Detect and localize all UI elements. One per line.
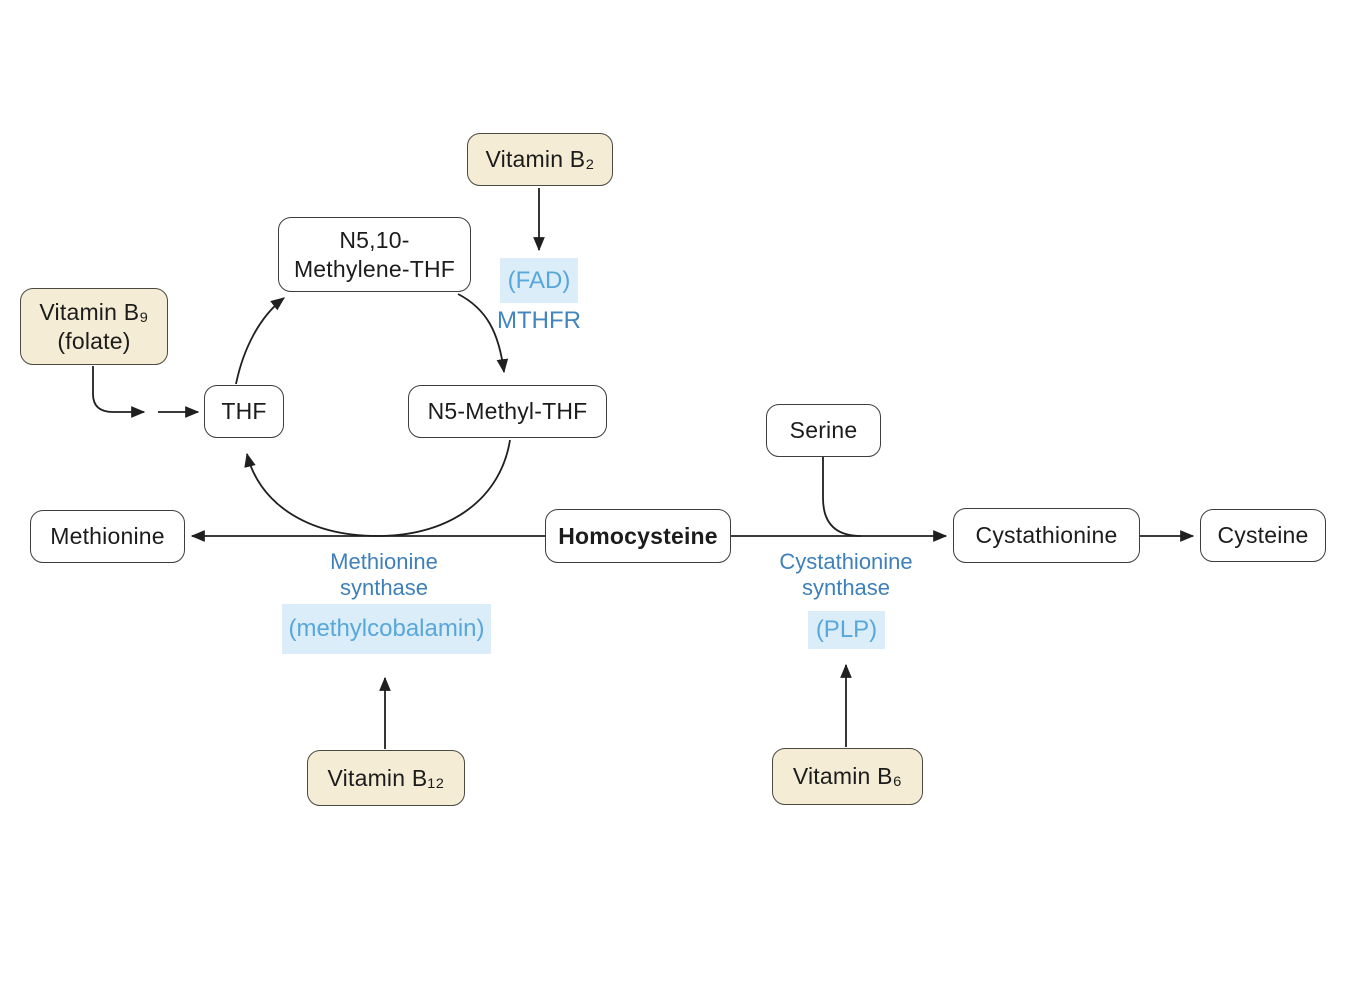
node-n5-methyl-thf-label: N5-Methyl-THF — [427, 398, 588, 424]
node-vitamin-b2-label: Vitamin B₂ — [485, 146, 595, 172]
arrow-n510-to-n5-methyl-thf — [457, 293, 509, 374]
node-methionine: Methionine — [30, 510, 185, 563]
node-vitamin-b9: Vitamin B₉ (folate) — [20, 288, 168, 365]
enzyme-cystathionine-synthase-line1: Cystathionine — [779, 549, 913, 574]
cofactor-fad-label: (FAD) — [507, 266, 571, 294]
node-methionine-label: Methionine — [50, 523, 165, 549]
node-n5-methyl-thf: N5-Methyl-THF — [408, 385, 607, 438]
node-serine-label: Serine — [789, 417, 858, 443]
node-thf: THF — [204, 385, 284, 438]
arrow-vitamin-b9-curve — [92, 366, 146, 418]
node-n510-line1: N5,10- — [339, 226, 410, 253]
enzyme-methionine-synthase-line1: Methionine — [330, 549, 438, 574]
node-homocysteine-label: Homocysteine — [558, 522, 718, 549]
line-serine-merge — [822, 457, 862, 537]
enzyme-methionine-synthase-line2: synthase — [339, 575, 429, 600]
node-serine: Serine — [766, 404, 881, 457]
node-n510-line2: Methylene-THF — [293, 255, 456, 282]
enzyme-cystathionine-synthase: Cystathionine synthase — [756, 549, 936, 601]
cofactor-methylcobalamin-label: (methylcobalamin) — [288, 615, 485, 642]
node-cysteine: Cysteine — [1200, 509, 1326, 562]
cofactor-methylcobalamin: (methylcobalamin) — [282, 604, 491, 654]
enzyme-methionine-synthase: Methionine synthase — [294, 549, 474, 601]
enzyme-mthfr-label: MTHFR — [497, 307, 581, 334]
node-vitamin-b12-label: Vitamin B₁₂ — [327, 764, 445, 791]
node-vitamin-b6-label: Vitamin B₆ — [792, 763, 903, 789]
node-cystathionine-label: Cystathionine — [975, 522, 1118, 548]
node-vitamin-b6: Vitamin B₆ — [772, 748, 923, 805]
cofactor-plp-label: (PLP) — [815, 616, 878, 643]
cofactor-plp: (PLP) — [808, 611, 885, 649]
enzyme-cystathionine-synthase-line2: synthase — [801, 575, 891, 600]
enzyme-mthfr: MTHFR — [489, 307, 589, 335]
arrow-n5-methyl-thf-to-thf — [244, 439, 511, 537]
node-homocysteine: Homocysteine — [545, 509, 731, 563]
node-cystathionine: Cystathionine — [953, 508, 1140, 563]
node-vitamin-b9-line2: (folate) — [57, 327, 131, 354]
cofactor-fad: (FAD) — [500, 258, 578, 303]
node-n510-methylene-thf: N5,10- Methylene-THF — [278, 217, 471, 292]
node-vitamin-b12: Vitamin B₁₂ — [307, 750, 465, 806]
arrow-thf-to-n510-methylene-thf — [235, 297, 285, 385]
node-vitamin-b9-line1: Vitamin B₉ — [39, 298, 149, 325]
node-thf-label: THF — [221, 398, 267, 424]
node-cysteine-label: Cysteine — [1217, 522, 1309, 548]
node-vitamin-b2: Vitamin B₂ — [467, 133, 613, 186]
